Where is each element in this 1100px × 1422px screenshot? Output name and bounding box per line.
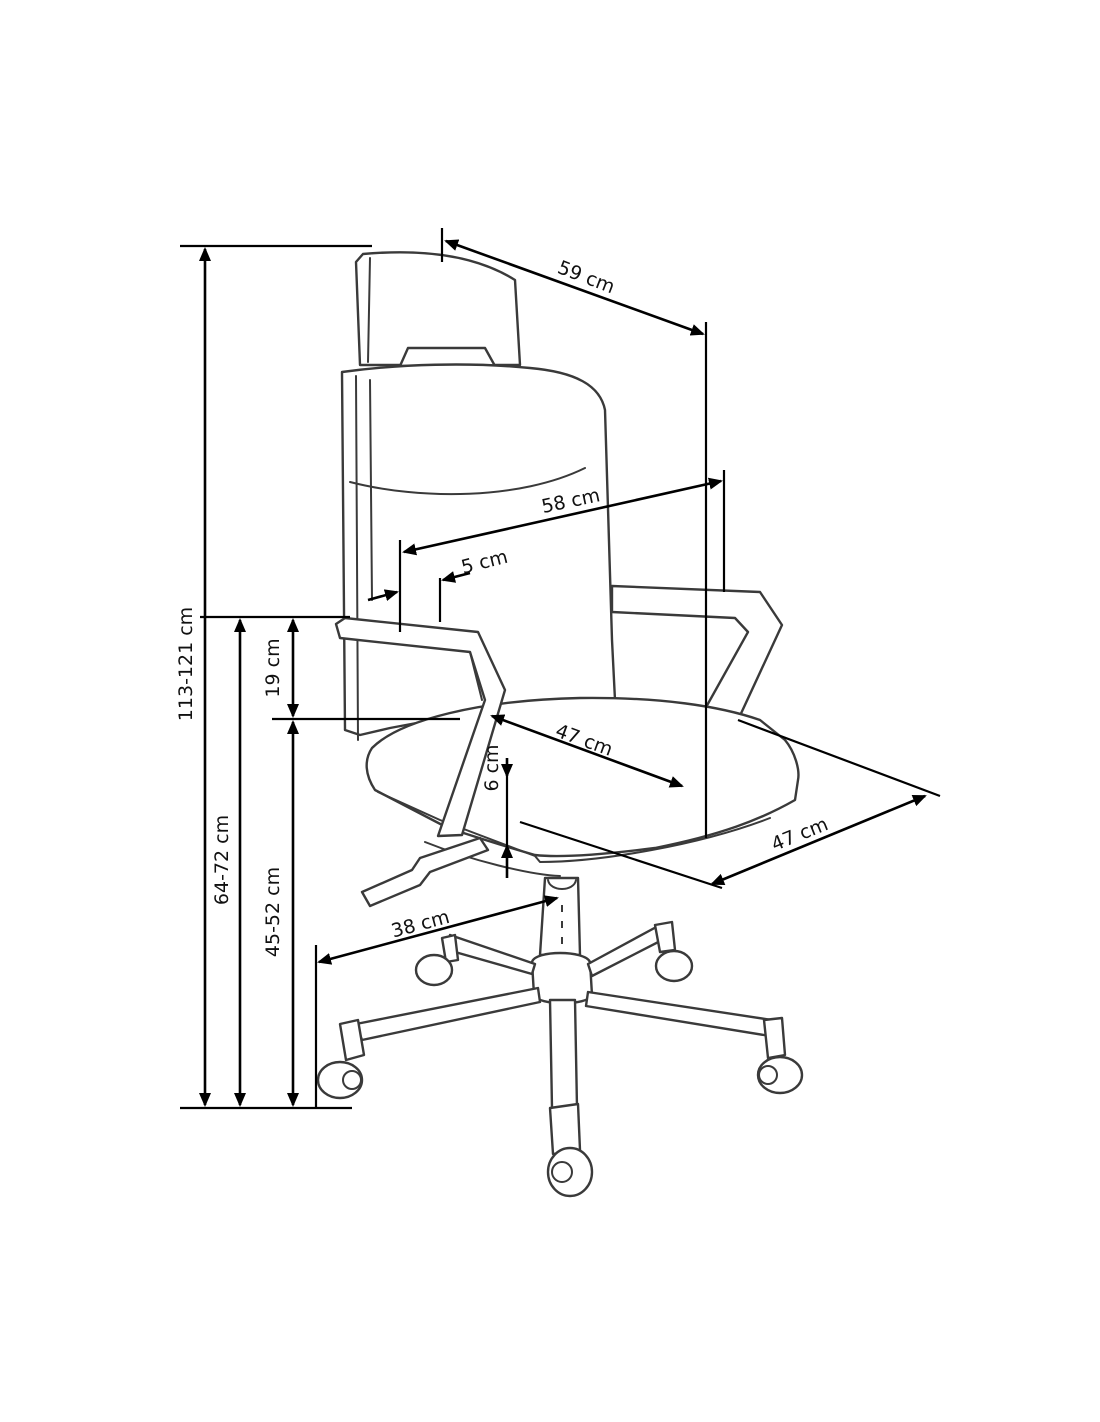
armrest-width-arrow-right — [441, 571, 471, 583]
backrest-width-line — [444, 239, 705, 336]
seat-cushion — [365, 696, 800, 877]
armrest-above-seat-label: 19 cm — [262, 638, 284, 697]
overall-width-line — [402, 477, 723, 556]
extension-lines — [180, 228, 941, 1110]
seat-height-label: 45-52 cm — [262, 867, 284, 957]
seat-width-label: 47 cm — [768, 813, 831, 856]
base-hub — [530, 951, 594, 1005]
tilt-lever — [360, 836, 490, 908]
seat-width-line — [710, 794, 927, 886]
seat-depth-line — [490, 714, 684, 788]
headrest — [354, 251, 522, 368]
base-radius-line — [317, 895, 559, 965]
armrest-height-label: 64-72 cm — [211, 815, 233, 905]
left-armrest — [334, 616, 507, 838]
dimension-lines — [180, 228, 941, 1110]
armrest-width-arrow-left — [367, 589, 399, 602]
overall-height-label: 113-121 cm — [175, 607, 197, 721]
seat-thickness-label: 6 cm — [481, 744, 503, 791]
